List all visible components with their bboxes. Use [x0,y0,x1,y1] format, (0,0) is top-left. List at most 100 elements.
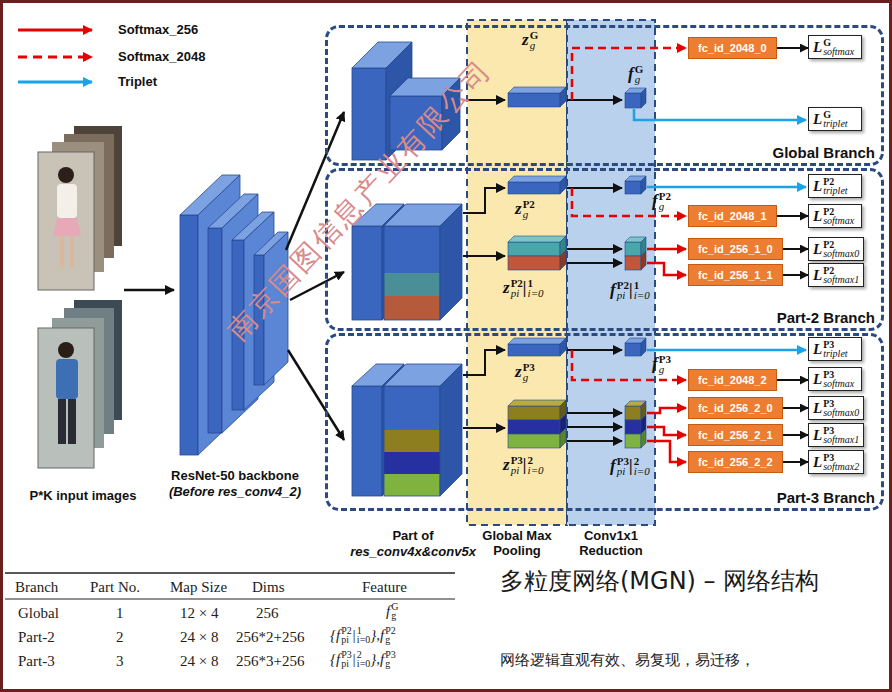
table-cell: 12 × 4 [180,603,218,623]
table-cell: 1 [116,603,124,623]
feature-symbol: fP3pi|2i=0 [610,456,650,476]
loss-box: LGsoftmax [808,35,862,59]
stage-bands-part [467,20,567,525]
label-text: z [503,278,510,298]
feature-symbol: zP2g [515,199,535,219]
label-text: { [330,625,336,645]
branch-title: Part-2 Branch [777,309,875,326]
body-text: 网络逻辑直观有效、易复现，易迁移， [500,650,885,670]
table-cell: 256 [256,603,279,623]
flow-arrows-black-part [567,99,622,101]
label-text: f [610,280,616,300]
softmax-256-arrows-part [647,408,686,413]
superscript: G [530,30,539,40]
index-stack: P2pi [511,278,523,298]
flow-arrows-black-part [567,248,622,250]
loss-symbol: L [813,38,822,57]
pooled-features-part [508,93,560,107]
branch-blocks-part [440,204,462,320]
branch-blocks-part [352,386,382,496]
label-text: Conv1x1 Reduction [579,528,643,558]
index-stack: Gg [391,602,398,621]
loss-symbol: L [813,340,822,359]
feature-symbol: fGg [628,64,643,84]
index-stack: P2g [385,626,396,645]
loss-subscript: softmax [823,47,854,57]
label-text: Branch [15,577,58,597]
reduced-features-part [625,406,641,420]
pooled-features-part [508,176,566,182]
label-text: f [386,601,390,621]
loss-superscript: P3 [823,399,859,409]
feature-symbol: zP3g [515,362,535,382]
label-text: f [336,649,340,669]
index-stack: 2i=0 [634,456,650,476]
fc-layer-box: fc_id_256_2_1 [688,424,783,446]
flow-arrows-black-part [463,188,505,213]
table-cell: Part No. [90,577,140,597]
loss-symbol: L [813,177,822,196]
feature-symbol: zP2pi|1i=0 [503,278,544,298]
loss-subscript: triplet [823,119,847,129]
label-text: 256*2+256 [236,627,304,647]
superscript: P3 [511,455,523,465]
backbone-blocks-part [208,228,222,433]
loss-symbol: L [813,370,822,389]
loss-box: LP2softmax [808,204,862,228]
index-stack: P2triplet [823,177,847,196]
label-text: f [610,456,616,476]
input-images-part [68,399,76,444]
loss-subscript: triplet [823,186,847,196]
loss-subscript: softmax [823,379,854,389]
label-text: | [629,456,633,476]
loss-symbol: L [813,110,822,129]
softmax-256-arrows [647,249,686,462]
label-text: f [380,625,384,645]
index-stack: P2softmax1 [823,266,859,285]
reduced-features-part [625,93,641,108]
input-images-part [38,152,94,290]
subscript: pi [341,659,352,669]
connector-arrow [783,248,808,250]
branch-box: Part-3 BranchLP3tripletfc_id_2048_2LP3so… [325,333,884,511]
superscript: 1 [634,280,650,290]
layer-name: fc_id_256_2_0 [698,402,773,414]
pooled-features-part [508,338,566,344]
feature-symbol: fP2pi|1i=0 [610,280,650,300]
label-text: Dims [252,577,285,597]
caption-label: Conv1x1 Reduction [568,528,654,558]
label-text: 1 [116,603,124,623]
label-text: f [652,191,658,211]
input-images-part [70,236,74,268]
label-text: 3 [116,651,124,671]
reduced-features [625,88,646,448]
subscript: i=0 [634,466,650,476]
branch-title: Global Branch [772,144,875,161]
index-stack: P3g [385,650,396,669]
feature-symbol: fP2g [652,191,671,211]
index-stack: 1i=0 [357,626,370,645]
loss-symbol: L [813,240,822,259]
triplet-arrows-part [634,109,806,120]
input-arrow [124,290,174,291]
flow-arrows-black-part [567,440,622,442]
feature-symbol: zP3pi|2i=0 [503,455,544,475]
table-rules-part [5,599,455,600]
loss-superscript: G [823,38,854,48]
index-stack: P2softmax [823,207,854,226]
index-stack: Gg [530,30,539,50]
label-text: Map Size [170,577,227,597]
loss-box: LP3softmax0 [808,396,864,420]
flow-arrows-black-part [463,427,505,429]
label-text: }, [370,625,380,645]
loss-symbol: L [813,399,822,418]
layer-name: fc_id_256_2_1 [698,429,773,441]
fc-layer-box: fc_id_2048_1 [688,205,777,227]
loss-subscript: triplet [823,349,847,359]
triplet-arrows-part [647,186,806,189]
superscript: P2 [511,278,523,288]
softmax-256-arrows-part [647,263,686,275]
flow-arrows-black-part [567,426,622,428]
